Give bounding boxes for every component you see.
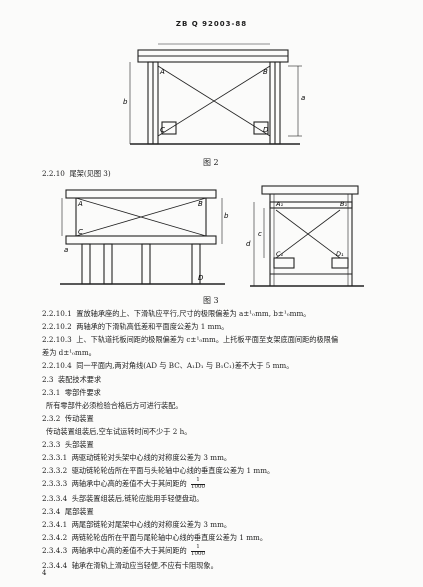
- label-B: B: [198, 200, 203, 208]
- label-D1: D₁: [336, 250, 344, 258]
- text-line: 2.3.3.2 驱动链轮轮齿所在平面与头轮轴中心线的垂直度公差为 1 mm。: [42, 466, 275, 475]
- label-b: b: [123, 98, 128, 106]
- label-D: D: [198, 274, 204, 282]
- figure-2-caption: 图 2: [203, 158, 219, 167]
- label-b: b: [224, 212, 229, 220]
- label-c: c: [258, 230, 262, 238]
- label-d: d: [246, 240, 251, 248]
- label-C: C: [160, 126, 165, 134]
- text-line: 2.3.4.4 轴承在滑轨上滑动应当轻便,不应有卡阻现象。: [42, 561, 218, 570]
- label-B1: B₁: [340, 200, 347, 208]
- text-line: 2.2.10.3 上、下轨道托板间距的极限偏差为 c±¹₀mm。上托板平面至支架…: [42, 335, 339, 344]
- label-C: C: [78, 228, 83, 236]
- label-B: B: [263, 68, 268, 76]
- text-line: 2.3 装配技术要求: [42, 375, 102, 384]
- label-A: A: [77, 200, 83, 208]
- figure-3-left-drawing: A B C D a b: [60, 189, 229, 285]
- text-line: 2.3.4 尾部装置: [42, 507, 94, 516]
- text-line: 2.2.10.1 置放轴承座的上、下滑轨应平行,尺寸的极限偏差为 a±¹₀mm,…: [42, 309, 311, 318]
- text-line: 差为 d±¹₀mm。: [42, 348, 96, 357]
- text-line: 2.3.4.2 两链轮轮齿所在平面与尾轮轴中心线的垂直度公差为 1 mm。: [42, 533, 268, 542]
- text-line: 传动装置组装后,空车试运转时间不少于 2 h。: [46, 427, 192, 436]
- label-A1: A₁: [275, 200, 283, 208]
- text-line: 2.2.10.2 两轴承的下滑轨高低差和平面度公差为 1 mm。: [42, 322, 229, 331]
- label-a: a: [301, 94, 305, 102]
- text-line: 2.3.2 传动装置: [42, 414, 94, 423]
- figure-3-right-drawing: A₁ B₁ C₁ D₁ c d: [246, 185, 364, 287]
- text-line: 所有零部件必须检验合格后方可进行装配。: [46, 401, 183, 410]
- page-number: 4: [42, 569, 47, 577]
- text-line: 2.3.4.1 两尾部链轮对尾架中心线的对称度公差为 3 mm。: [42, 520, 232, 529]
- figure-2-frame-drawing: A B C D b a: [123, 43, 305, 145]
- figure-3-caption: 图 3: [203, 296, 219, 305]
- text-line: 2.3.3.4 头部装置组装后,链轮应能用手轻便盘动。: [42, 494, 204, 503]
- label-C1: C₁: [276, 250, 284, 258]
- label-D: D: [263, 126, 269, 134]
- label-a: a: [64, 246, 68, 254]
- page-header: ZB Q 92003-88: [175, 20, 248, 28]
- text-line: 2.2.10.4 同一平面内,两对角线(AD 与 BC、A₁D₁ 与 B₁C₁)…: [42, 361, 294, 370]
- text-line: 2.3.1 零部件要求: [42, 388, 101, 397]
- section-2-2-10: 2.2.10 尾架(见图 3): [42, 169, 111, 178]
- label-A: A: [159, 68, 165, 76]
- text-line: 2.3.3 头部装置: [42, 440, 94, 449]
- text-line: 2.3.3.1 两驱动链轮对头架中心线的对称度公差为 3 mm。: [42, 453, 232, 462]
